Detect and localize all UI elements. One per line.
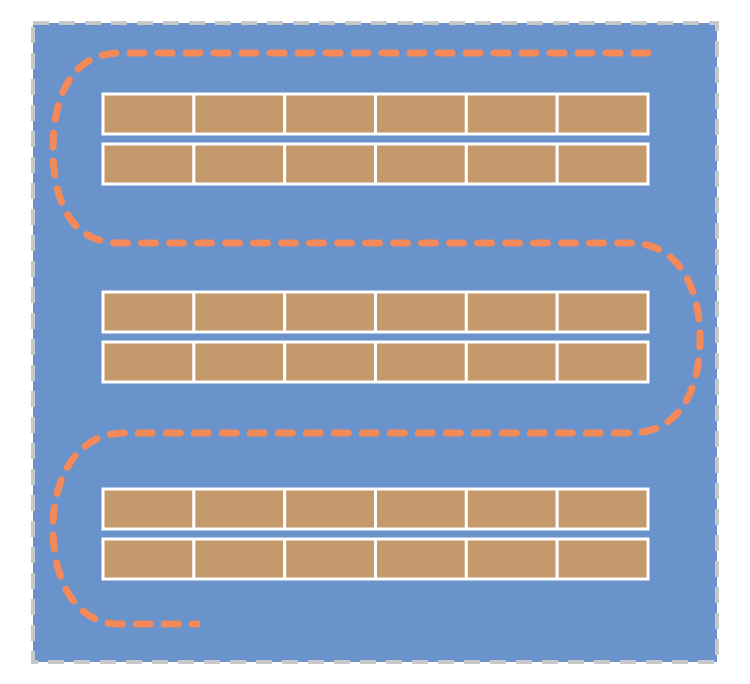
cell-grid (101, 92, 650, 581)
filled-cell (374, 142, 468, 186)
filled-cell (374, 537, 468, 581)
filled-cell (464, 142, 559, 186)
filled-cell (555, 142, 650, 186)
filled-cell (555, 290, 650, 334)
filled-cell (192, 487, 287, 531)
filled-cell (192, 290, 287, 334)
filled-cell (101, 487, 196, 531)
filled-cell (464, 340, 559, 384)
filled-cell (283, 290, 377, 334)
filled-cell (101, 537, 196, 581)
serpentine-path (49, 49, 704, 628)
filled-cell (374, 92, 468, 136)
filled-cell (283, 142, 377, 186)
filled-cell (101, 340, 196, 384)
filled-cell (555, 487, 650, 531)
filled-cell (464, 290, 559, 334)
filled-cell (555, 537, 650, 581)
filled-cell (464, 92, 559, 136)
filled-cell (192, 340, 287, 384)
filled-cell (283, 340, 377, 384)
filled-cell (101, 290, 196, 334)
filled-cell (464, 487, 559, 531)
filled-cell (464, 537, 559, 581)
filled-cell (192, 92, 287, 136)
filled-cell (555, 340, 650, 384)
filled-cell (374, 290, 468, 334)
filled-cell (101, 92, 196, 136)
filled-cell (283, 92, 377, 136)
filled-cell (283, 537, 377, 581)
filled-cell (283, 487, 377, 531)
filled-cell (555, 92, 650, 136)
filled-cell (101, 142, 196, 186)
filled-cell (192, 537, 287, 581)
filled-cell (374, 487, 468, 531)
filled-cell (374, 340, 468, 384)
filled-cell (192, 142, 287, 186)
